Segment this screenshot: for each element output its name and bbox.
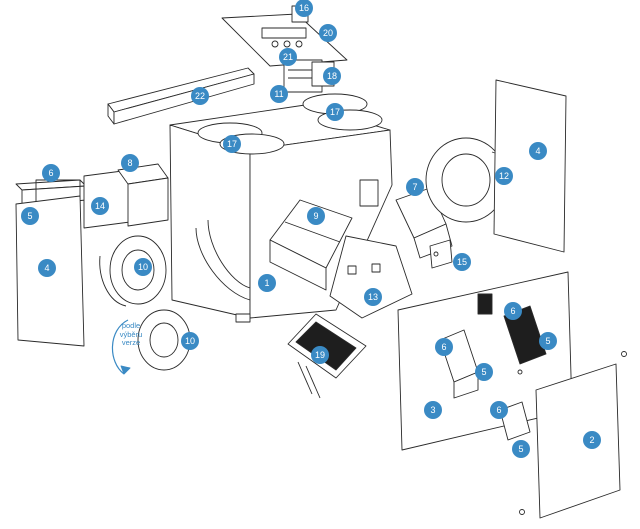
bypass-plate-13 (329, 235, 413, 319)
screws (433, 251, 627, 515)
callout-9[interactable]: 9 (307, 207, 325, 225)
callout-11[interactable]: 11 (270, 85, 288, 103)
callout-6-lower[interactable]: 6 (490, 401, 508, 419)
callout-14[interactable]: 14 (91, 197, 109, 215)
callout-5-panel-right[interactable]: 5 (539, 332, 557, 350)
callout-8[interactable]: 8 (121, 154, 139, 172)
callout-1[interactable]: 1 (258, 274, 276, 292)
filter-19 (287, 313, 367, 399)
mounting-rail-22 (107, 67, 255, 125)
back-panel-4-right (493, 79, 567, 253)
fan-10-left (99, 235, 167, 307)
callout-20[interactable]: 20 (319, 24, 337, 42)
variant-note-line-1: podle (121, 321, 141, 330)
sensor-block-8 (117, 163, 169, 227)
fan-12-right (425, 137, 514, 223)
callout-17-right[interactable]: 17 (326, 103, 344, 121)
filter-cover-14 (83, 169, 131, 229)
variant-arrow (111, 319, 129, 375)
callout-5-panel-left[interactable]: 5 (475, 363, 493, 381)
fan-10-alternative (137, 309, 191, 371)
callout-6-panel-left[interactable]: 6 (435, 338, 453, 356)
variant-note: podle výběru verze (117, 321, 145, 348)
sensor-15 (429, 239, 453, 269)
front-panel-2 (535, 363, 621, 519)
callout-17-left[interactable]: 17 (223, 135, 241, 153)
callout-21[interactable]: 21 (279, 48, 297, 66)
variant-arrowhead (120, 365, 131, 375)
callout-12[interactable]: 12 (495, 167, 513, 185)
variant-note-line-2: výběru (119, 329, 143, 339)
callout-18[interactable]: 18 (323, 67, 341, 85)
callout-7[interactable]: 7 (406, 178, 424, 196)
callout-19[interactable]: 19 (311, 346, 329, 364)
variant-note-line-3: verze (121, 338, 141, 347)
callout-13[interactable]: 13 (364, 288, 382, 306)
callout-6-left[interactable]: 6 (42, 164, 60, 182)
heat-exchanger-9 (269, 199, 353, 291)
callout-15[interactable]: 15 (453, 253, 471, 271)
callout-22[interactable]: 22 (191, 87, 209, 105)
callout-10-alternative[interactable]: 10 (181, 332, 199, 350)
callout-5-lower[interactable]: 5 (512, 440, 530, 458)
callout-10-left[interactable]: 10 (134, 258, 152, 276)
callout-3[interactable]: 3 (424, 401, 442, 419)
callout-16[interactable]: 16 (295, 0, 313, 17)
callout-4-left[interactable]: 4 (38, 259, 56, 277)
callout-5-left[interactable]: 5 (21, 207, 39, 225)
callout-6-panel-right[interactable]: 6 (504, 302, 522, 320)
callout-2[interactable]: 2 (583, 431, 601, 449)
callout-4-right[interactable]: 4 (529, 142, 547, 160)
